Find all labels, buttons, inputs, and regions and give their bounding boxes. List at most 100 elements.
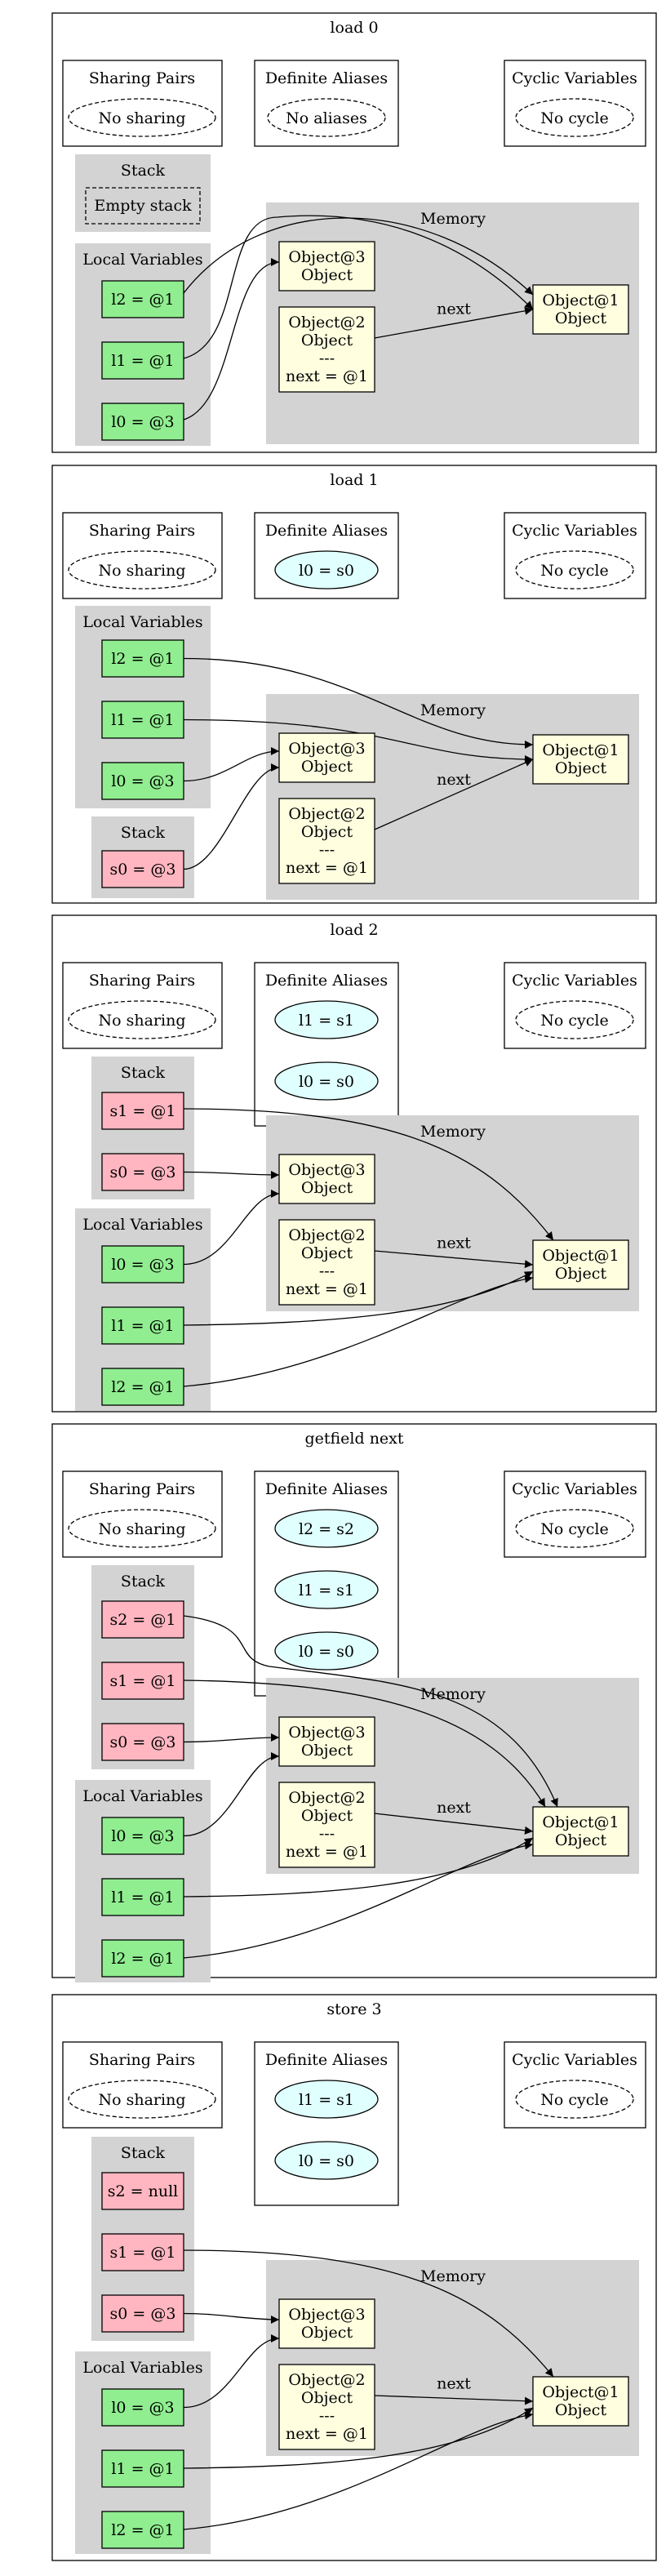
local-variable-node: [101, 1306, 184, 1345]
sharing-empty-ellipse: [68, 1000, 216, 1039]
memory-object-line: Object: [301, 266, 353, 284]
memory-object-line: Object: [301, 2389, 353, 2407]
next-edge-label: next: [437, 2375, 471, 2393]
stack-variable-node-label: s2 = null: [108, 2182, 178, 2200]
alias-ellipse: [274, 1509, 379, 1548]
definite-aliases-title: Definite Aliases: [265, 972, 388, 990]
pointer-edge: [183, 258, 280, 420]
memory-object-o1: [532, 2376, 629, 2427]
stack-cluster-title: Stack: [121, 1573, 166, 1591]
pointer-edge: [183, 1837, 534, 1898]
local-variable-node-label: l1 = @1: [111, 2460, 174, 2478]
pointer-edge: [183, 2312, 280, 2324]
local-variable-node-label: l1 = @1: [111, 352, 174, 370]
local-variable-node: [101, 2511, 184, 2549]
pointer-edge: [183, 1170, 280, 1179]
state-panel: [51, 12, 657, 453]
stack-variable-node: [101, 1092, 184, 1130]
stack-variable-node: [101, 1600, 184, 1639]
sharing-pairs-title: Sharing Pairs: [89, 972, 195, 990]
next-edge: [374, 1250, 534, 1269]
cyclic-variables-box: [504, 512, 646, 599]
cyclic-empty-label: No cycle: [540, 2091, 608, 2109]
state-panel: [51, 1994, 657, 2561]
cyclic-variables-box: [504, 2041, 646, 2129]
pointer-edge: [183, 215, 534, 359]
local-variables-cluster-title: Local Variables: [82, 2359, 202, 2377]
next-edge-label: next: [437, 300, 471, 318]
memory-object-o2: [278, 1219, 375, 1306]
panel-title: store 3: [326, 2000, 381, 2018]
memory-object-line: Object: [555, 1265, 607, 1283]
local-variable-node: [101, 1878, 184, 1916]
cyclic-variables-title: Cyclic Variables: [512, 69, 637, 87]
stack-variable-node-label: s0 = @3: [110, 861, 176, 879]
memory-object-line: Object: [555, 759, 607, 777]
pointer-edge: [183, 1841, 534, 1959]
sharing-empty-label: No sharing: [99, 1520, 186, 1538]
cyclic-variables-title: Cyclic Variables: [512, 972, 637, 990]
stack-variable-node-label: s1 = @1: [110, 2244, 176, 2262]
memory-object-o2: [278, 798, 375, 884]
sharing-pairs-box: [62, 512, 223, 599]
local-variable-node: [101, 2449, 184, 2488]
cyclic-empty-ellipse: [515, 550, 634, 589]
memory-object-line: next = @1: [286, 859, 368, 877]
alias-label: l1 = s1: [299, 2091, 354, 2109]
alias-label: l1 = s1: [299, 1012, 354, 1030]
sharing-pairs-title: Sharing Pairs: [89, 69, 195, 87]
memory-object-o1: [532, 1806, 629, 1857]
memory-object-line: next = @1: [286, 1280, 368, 1298]
memory-object-line: ---: [319, 1262, 335, 1280]
pointer-edge: [183, 1275, 534, 1387]
memory-object-line: ---: [319, 2407, 335, 2425]
state-panel: [51, 1423, 657, 1978]
stack-variable-node: [101, 1723, 184, 1761]
stack-cluster-title: Stack: [121, 824, 166, 842]
stack-variable-node: [101, 1662, 184, 1700]
cyclic-variables-title: Cyclic Variables: [512, 522, 637, 540]
aliases-empty-label: No aliases: [286, 109, 367, 127]
local-variable-node-label: l0 = @3: [111, 1256, 174, 1274]
local-variable-node: [101, 403, 184, 441]
sharing-empty-label: No sharing: [99, 2091, 186, 2109]
memory-object-o3: [278, 732, 375, 783]
memory-object-line: next = @1: [286, 2425, 368, 2443]
next-edge: [374, 2395, 534, 2405]
memory-object-line: ---: [319, 841, 335, 859]
memory-object-o2: [278, 2364, 375, 2450]
sharing-empty-ellipse: [68, 2080, 216, 2119]
aliases-empty-ellipse: [267, 98, 386, 137]
local-variable-node-label: l2 = @1: [111, 291, 174, 309]
pointer-edge: [183, 1270, 534, 1326]
alias-ellipse: [274, 1570, 379, 1609]
pointer-edge: [183, 2334, 280, 2409]
memory-object-line: Object@3: [288, 1724, 365, 1742]
memory-object-line: Object@1: [542, 291, 619, 309]
next-edge: [374, 759, 534, 830]
pointer-edge: [183, 1733, 280, 1743]
definite-aliases-title: Definite Aliases: [265, 1480, 388, 1498]
stack-variable-node-label: s2 = @1: [110, 1611, 176, 1629]
sharing-empty-label: No sharing: [99, 109, 186, 127]
memory-object-line: Object@3: [288, 2306, 365, 2324]
stack-empty-node: [85, 187, 201, 225]
pointer-edge: [183, 2411, 534, 2530]
alias-label: l0 = s0: [299, 2152, 354, 2170]
memory-object-line: Object: [301, 1742, 353, 1760]
next-edge-label: next: [437, 1235, 471, 1252]
local-variable-node: [101, 639, 184, 678]
definite-aliases-box: [254, 60, 399, 147]
cyclic-empty-ellipse: [515, 1509, 634, 1548]
alias-ellipse: [274, 2141, 379, 2180]
alias-label: l2 = s2: [299, 1520, 354, 1538]
memory-object-line: Object@2: [288, 1789, 365, 1807]
pointer-edge: [183, 719, 534, 763]
memory-object-line: Object: [555, 309, 607, 327]
pointer-edge: [183, 1615, 558, 1808]
stack-variable-node: [101, 2294, 184, 2333]
definite-aliases-title: Definite Aliases: [265, 69, 388, 87]
stack-empty-label: Empty stack: [94, 197, 192, 215]
panel-title: load 0: [330, 19, 378, 37]
